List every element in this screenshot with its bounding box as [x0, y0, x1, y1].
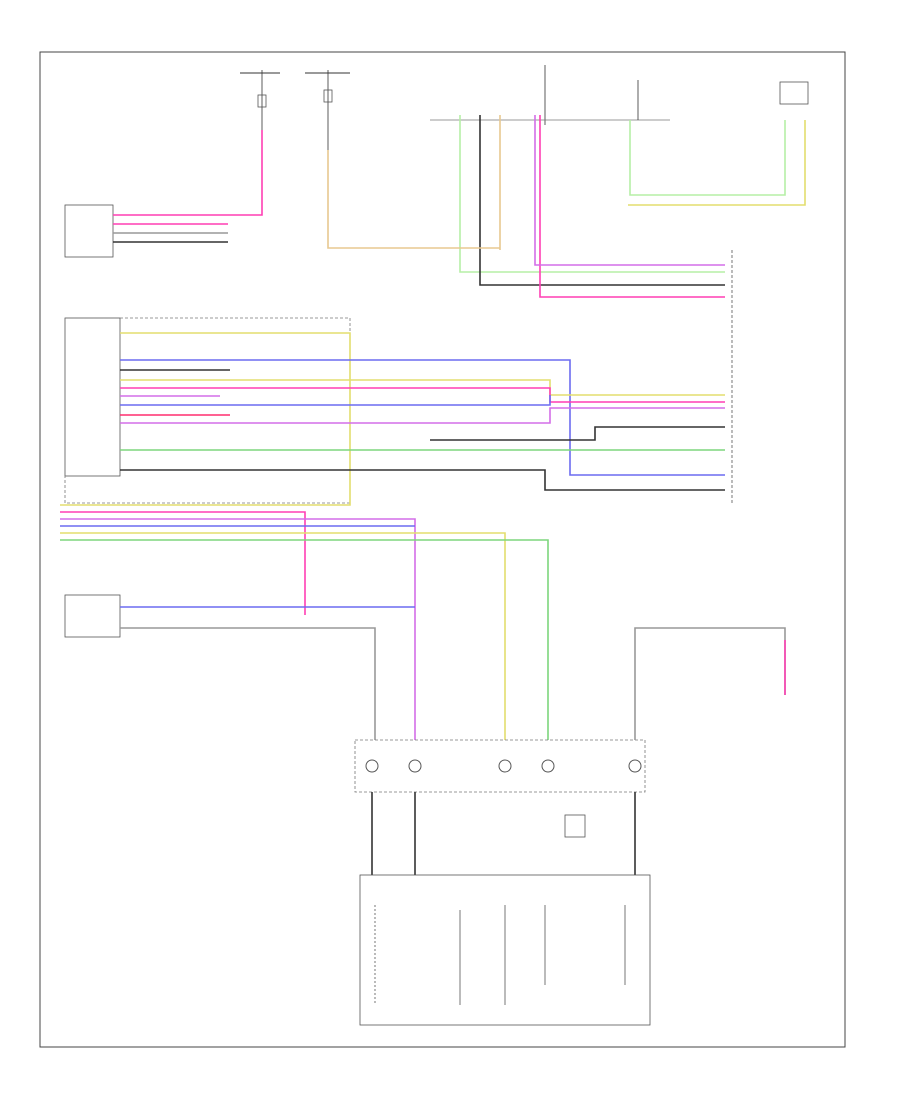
left-main-module — [60, 317, 725, 506]
clockspring — [354, 627, 786, 875]
top-right-wiring — [628, 120, 806, 206]
fuse-area — [240, 65, 809, 205]
diagram-frame — [39, 51, 846, 1048]
top-left-module — [64, 130, 263, 258]
right-connector — [327, 115, 733, 505]
steering-wheel-switch — [359, 814, 651, 1026]
lower-left-wiring — [60, 511, 549, 740]
